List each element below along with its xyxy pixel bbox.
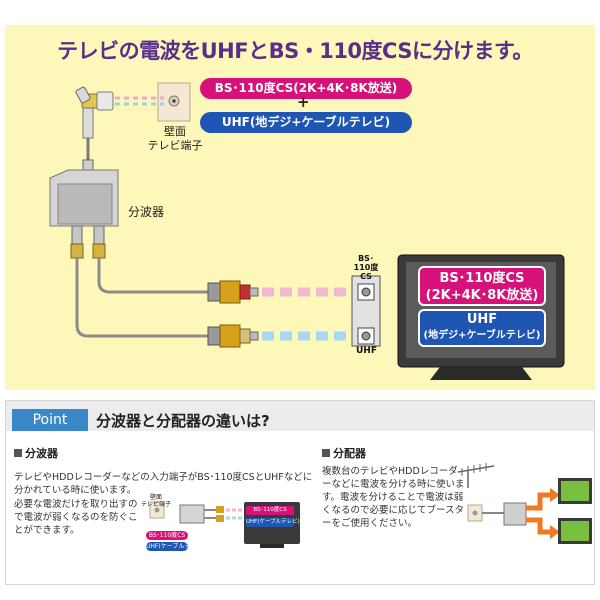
mini-tv-uhf-box: UHF(ケーブルテレビ) bbox=[246, 518, 300, 527]
mini-wall-line1: 壁面 bbox=[149, 494, 162, 501]
port-bs-line2: 110度CS bbox=[353, 263, 379, 281]
tv-port-uhf-label: UHF bbox=[356, 346, 377, 356]
wall-label-line1: 壁面 bbox=[164, 125, 186, 138]
distributor-icon bbox=[503, 502, 527, 526]
wall-outlet-label: 壁面 テレビ端子 bbox=[145, 125, 205, 153]
uhf-signal-pill: UHF(地デジ+ケーブルテレビ) bbox=[200, 112, 412, 133]
tv-bs-line1: BS･110度CS bbox=[439, 271, 525, 286]
point-header-bar bbox=[6, 401, 594, 431]
wall-outlet-icon bbox=[157, 82, 191, 122]
distributor-description: 複数台のテレビやHDDレコーダーなどに電波を分ける時に使います。電波を分けること… bbox=[322, 466, 465, 529]
splitter-icon bbox=[49, 169, 119, 259]
splitter-benefit-text: 必要な電波だけを取り出すので電波が弱くなるのを防ぐことができます。 bbox=[14, 499, 138, 536]
mini-tv-top-icon bbox=[558, 478, 592, 504]
tv-screen-uhf-box: UHF (地デジ+ケーブルテレビ) bbox=[418, 309, 546, 347]
f-connector-uhf-icon bbox=[207, 324, 259, 348]
point-tag: Point bbox=[12, 409, 88, 431]
f-connector-bs-icon bbox=[207, 280, 259, 304]
mini-wall-label: 壁面 テレビ端子 bbox=[136, 494, 176, 508]
tv-screen-bs-box: BS･110度CS (2K+4K･8K放送) bbox=[418, 266, 546, 306]
signal-dashes-top bbox=[115, 96, 164, 106]
tv-uhf-line1: UHF bbox=[466, 312, 498, 327]
mini-splitter-icon bbox=[179, 504, 205, 524]
headline: テレビの電波をUHFとBS・110度CSに分けます。 bbox=[57, 39, 533, 63]
point-panel: Point 分波器と分配器の違いは? 分波器 テレビやHDDレコーダーなどの入力… bbox=[5, 400, 595, 585]
mini-tv-bs-box: BS･110度CS bbox=[246, 506, 294, 515]
mini-tv-bottom-icon bbox=[558, 518, 592, 544]
mini-uhf-pill: UHF(ケーブルテレビ) bbox=[146, 542, 205, 551]
antenna-icon bbox=[457, 463, 495, 488]
mini-wall-outlet-icon bbox=[149, 501, 165, 519]
splitter-section-heading: 分波器 bbox=[14, 445, 58, 461]
tv-port-bs-label: BS･ 110度CS bbox=[350, 254, 382, 281]
wall-label-line2: テレビ端子 bbox=[147, 139, 203, 152]
plus-sign: + bbox=[297, 93, 310, 111]
splitter-label: 分波器 bbox=[128, 205, 165, 219]
l-plug-icon bbox=[75, 86, 114, 139]
splitter-description: テレビやHDDレコーダーなどの入力端子がBS･110度CSとUHFなどに分かれて… bbox=[14, 472, 313, 496]
distributor-section-heading: 分配器 bbox=[322, 445, 366, 461]
mini-bs-pill: BS･110度CS bbox=[146, 531, 188, 540]
tv-uhf-line2: (地デジ+ケーブルテレビ) bbox=[423, 330, 541, 341]
tv-port-panel bbox=[351, 275, 381, 347]
mini-wall-line2: テレビ端子 bbox=[140, 501, 171, 508]
port-bs-line1: BS･ bbox=[358, 254, 374, 263]
point-title: 分波器と分配器の違いは? bbox=[96, 412, 270, 430]
mini-wall-outlet-right-icon bbox=[467, 504, 483, 522]
tv-bs-line2: (2K+4K･8K放送) bbox=[425, 288, 539, 303]
bs-signal-pill: BS･110度CS(2K+4K･8K放送) bbox=[200, 78, 412, 99]
